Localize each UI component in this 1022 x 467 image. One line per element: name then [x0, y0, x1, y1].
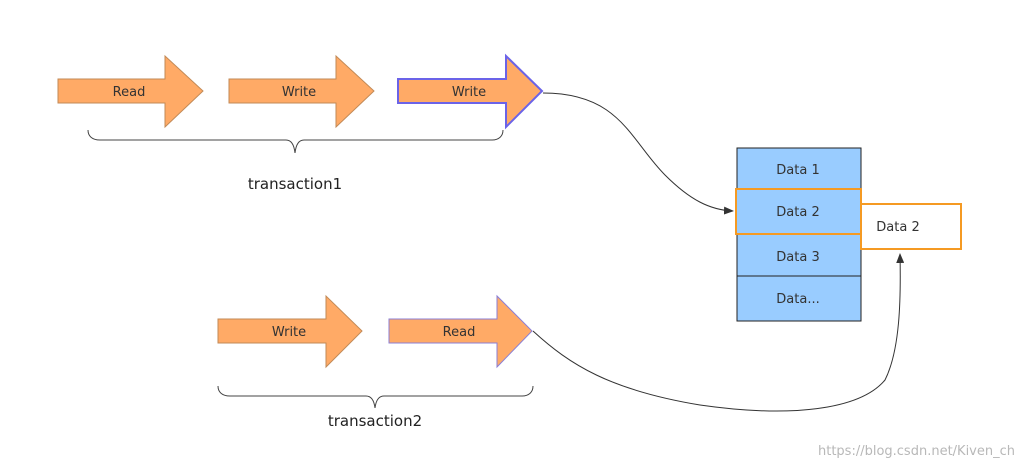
data-row-2-label: Data 2 — [776, 205, 819, 220]
t2-step-read: Read — [388, 294, 533, 369]
t1-brace — [87, 129, 504, 154]
t1-step-read-label: Read — [113, 85, 146, 100]
t2-brace — [217, 385, 534, 409]
transaction2-label: transaction2 — [328, 412, 422, 430]
connector-t1-to-data2 — [542, 92, 734, 215]
t2-step-write-label: Write — [272, 325, 306, 340]
data-row-4 — [736, 275, 862, 322]
t1-step-write: Write — [228, 54, 375, 129]
t1-step-write-label: Write — [282, 85, 316, 100]
data-copy-label: Data 2 — [876, 220, 919, 235]
connector-t2-to-copy — [532, 253, 905, 412]
data-row-3-label: Data 3 — [776, 250, 819, 265]
t2-step-write: Write — [217, 294, 363, 369]
data-row-1 — [736, 147, 862, 191]
data-row-4-label: Data... — [776, 292, 819, 307]
watermark-text: https://blog.csdn.net/Kiven_ch — [818, 444, 1015, 459]
data-table: Data 1 Data 3 Data... Data 2 — [735, 147, 862, 322]
data-row-3 — [736, 233, 862, 277]
t2-step-read-label: Read — [443, 325, 476, 340]
t1-step-write-highlighted: Write — [397, 53, 544, 130]
t1-step-read: Read — [57, 54, 204, 129]
data-row-1-label: Data 1 — [776, 163, 819, 178]
data-copy-box — [860, 203, 962, 250]
transaction1-label: transaction1 — [248, 175, 342, 193]
t1-step-write2-label: Write — [452, 85, 486, 100]
